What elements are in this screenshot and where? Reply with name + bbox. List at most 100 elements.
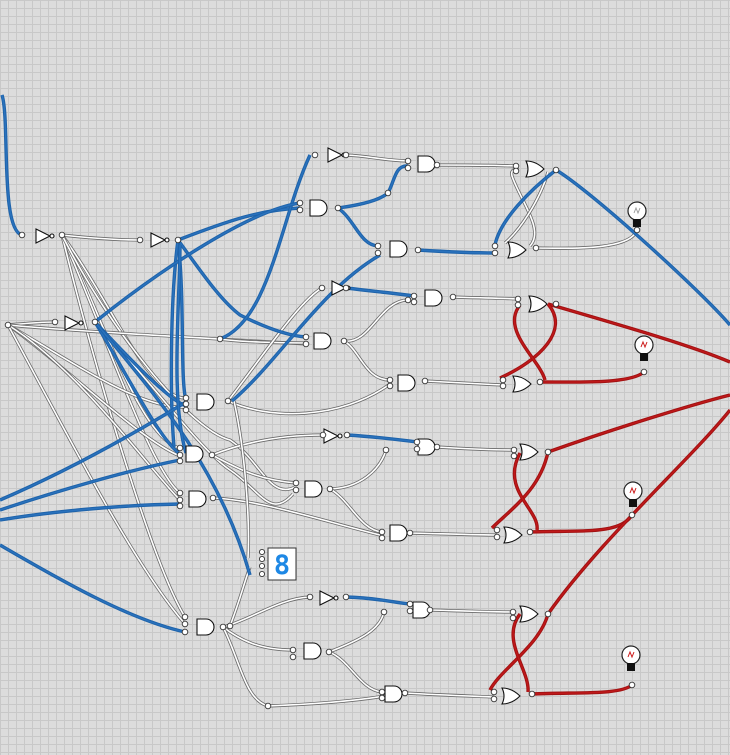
and-gate-icon[interactable] — [303, 642, 322, 660]
not-gate-icon[interactable] — [150, 232, 170, 248]
connection-pin[interactable] — [449, 293, 457, 301]
connection-pin[interactable] — [406, 529, 414, 537]
connection-pin[interactable] — [633, 226, 641, 234]
and-gate-icon[interactable] — [309, 199, 328, 217]
connection-pin[interactable] — [528, 690, 536, 698]
connection-pin[interactable] — [491, 242, 499, 250]
connection-pin[interactable] — [325, 648, 333, 656]
or-gate-icon[interactable] — [525, 160, 545, 178]
connection-pin[interactable] — [18, 231, 26, 239]
or-gate-icon[interactable] — [519, 605, 539, 623]
and-gate-icon[interactable] — [185, 445, 204, 463]
connection-pin[interactable] — [342, 593, 350, 601]
connection-pin[interactable] — [378, 694, 386, 702]
and-gate-icon[interactable] — [313, 332, 332, 350]
bulbs[interactable] — [621, 201, 654, 671]
seven-segment-display[interactable]: 8 — [258, 547, 297, 581]
connection-pin[interactable] — [532, 244, 540, 252]
or-gate-icon[interactable] — [503, 526, 523, 544]
connection-pin[interactable] — [58, 231, 66, 239]
connection-pin[interactable] — [226, 622, 234, 630]
connection-pin[interactable] — [209, 494, 217, 502]
connection-pin[interactable] — [536, 378, 544, 386]
connection-pin[interactable] — [404, 164, 412, 172]
connection-pin[interactable] — [326, 485, 334, 493]
connection-pin[interactable] — [224, 397, 232, 405]
and-gate-icon[interactable] — [196, 618, 215, 636]
connection-pin[interactable] — [374, 242, 382, 250]
bulb-icon[interactable] — [623, 481, 643, 507]
connection-pin[interactable] — [378, 534, 386, 542]
connection-pins[interactable] — [4, 151, 648, 710]
connection-pin[interactable] — [136, 236, 144, 244]
connection-pin[interactable] — [499, 382, 507, 390]
connection-pin[interactable] — [401, 689, 409, 697]
and-gate-icon[interactable] — [304, 480, 323, 498]
connection-pin[interactable] — [340, 337, 348, 345]
connection-pin[interactable] — [296, 199, 304, 207]
connection-pin[interactable] — [414, 246, 422, 254]
connection-pin[interactable] — [493, 533, 501, 541]
connection-pin[interactable] — [404, 296, 412, 304]
connection-pin[interactable] — [318, 284, 326, 292]
bulb-icon[interactable] — [634, 335, 654, 361]
connection-pin[interactable] — [510, 452, 518, 460]
connection-pin[interactable] — [509, 614, 517, 622]
connection-pin[interactable] — [493, 526, 501, 534]
connection-pin[interactable] — [311, 151, 319, 159]
connection-pin[interactable] — [374, 249, 382, 257]
connection-pin[interactable] — [306, 593, 314, 601]
and-gate-icon[interactable] — [424, 289, 443, 307]
connection-pin[interactable] — [289, 653, 297, 661]
and-gate-icon[interactable] — [389, 240, 408, 258]
connection-pin[interactable] — [640, 368, 648, 376]
connection-pin[interactable] — [264, 702, 272, 710]
connection-pin[interactable] — [499, 376, 507, 384]
connection-pin[interactable] — [181, 613, 189, 621]
connection-pin[interactable] — [334, 204, 342, 212]
and-gate-icon[interactable] — [417, 438, 436, 456]
connection-pin[interactable] — [319, 431, 327, 439]
connection-pin[interactable] — [216, 335, 224, 343]
connection-pin[interactable] — [302, 340, 310, 348]
not-gate-icon[interactable] — [323, 428, 343, 444]
connection-pin[interactable] — [406, 600, 414, 608]
connection-pin[interactable] — [490, 688, 498, 696]
connection-pin[interactable] — [91, 318, 99, 326]
connection-pin[interactable] — [292, 479, 300, 487]
connection-pin[interactable] — [386, 382, 394, 390]
connection-pin[interactable] — [526, 528, 534, 536]
connection-pin[interactable] — [4, 321, 12, 329]
and-gate-icon[interactable] — [384, 685, 403, 703]
connection-pin[interactable] — [410, 292, 418, 300]
connection-pin[interactable] — [208, 451, 216, 459]
connection-pin[interactable] — [378, 528, 386, 536]
or-gate-icon[interactable] — [512, 375, 532, 393]
connection-pin[interactable] — [510, 446, 518, 454]
connection-pin[interactable] — [544, 610, 552, 618]
connection-pin[interactable] — [386, 376, 394, 384]
and-gate-icon[interactable] — [188, 490, 207, 508]
connection-pin[interactable] — [514, 295, 522, 303]
or-gate-icon[interactable] — [528, 295, 548, 313]
connection-pin[interactable] — [343, 431, 351, 439]
connection-pin[interactable] — [174, 236, 182, 244]
not-gate-icon[interactable] — [319, 590, 339, 606]
connection-pin[interactable] — [378, 688, 386, 696]
connection-pin[interactable] — [413, 445, 421, 453]
and-gate-icon[interactable] — [397, 374, 416, 392]
and-gate-icon[interactable] — [196, 393, 215, 411]
connection-pin[interactable] — [514, 301, 522, 309]
connection-pin[interactable] — [176, 502, 184, 510]
connection-pin[interactable] — [382, 446, 390, 454]
connection-pin[interactable] — [490, 695, 498, 703]
connection-pin[interactable] — [296, 206, 304, 214]
or-gate-icon[interactable] — [519, 443, 539, 461]
connection-pin[interactable] — [491, 249, 499, 257]
or-gate-icon[interactable] — [501, 687, 521, 705]
not-gate-icon[interactable] — [35, 228, 55, 244]
connection-pin[interactable] — [421, 377, 429, 385]
connection-pin[interactable] — [552, 166, 560, 174]
connection-pin[interactable] — [628, 681, 636, 689]
